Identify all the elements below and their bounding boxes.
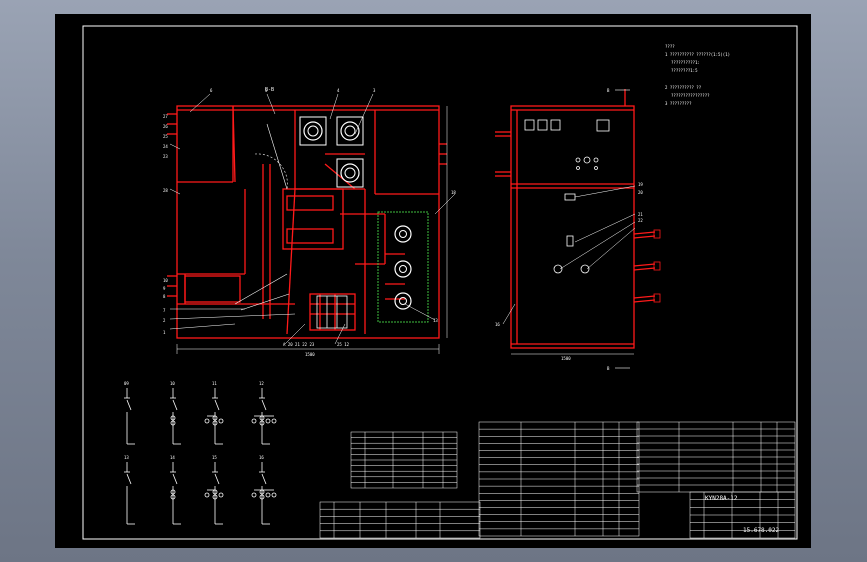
svg-text:25: 25: [163, 134, 168, 139]
drawing-number: 15.678.022: [743, 527, 780, 534]
svg-text:4: 4: [337, 88, 340, 93]
svg-text:27: 27: [163, 114, 168, 119]
dim-width-right: 1500: [561, 356, 571, 361]
leader-line: [266, 123, 288, 190]
svg-text:18: 18: [451, 190, 456, 195]
schematic-label: 09: [124, 381, 129, 386]
schematic-13: 13: [124, 455, 135, 525]
left-callout-labels: 6 5 4 3 27 26 25 24 23 28 10 9 8 7 2 1 A…: [163, 88, 456, 347]
title-block-model: KYN28A-12: [705, 495, 738, 502]
schematic-label: 13: [124, 455, 129, 460]
schematic-10: 10: [170, 381, 181, 445]
front-panel-devices: [553, 156, 661, 303]
schematic-label: 14: [170, 455, 175, 460]
svg-text:9: 9: [163, 286, 166, 291]
parts-list-tables: [319, 421, 796, 539]
dim-width-left: 1500: [305, 352, 315, 357]
svg-text:24: 24: [163, 144, 168, 149]
svg-text:A 20 21 22 23: A 20 21 22 23: [283, 342, 315, 347]
bom-table-lower: [319, 501, 481, 539]
schematic-11: 11: [204, 381, 224, 445]
svg-text:28: 28: [163, 188, 168, 193]
svg-text:7: 7: [163, 308, 166, 313]
drawing-sheet: 1500 B-B 6 5 4 3 27 26 25 24 23 28 10 9 …: [55, 14, 811, 548]
cad-drawing: 1500 B-B 6 5 4 3 27 26 25 24 23 28 10 9 …: [82, 25, 798, 540]
svg-text:2 ?????????? ??: 2 ?????????? ??: [665, 85, 702, 90]
bom-table-middle: [478, 421, 640, 537]
right-callout-labels: 19 20 21 22 16: [495, 182, 643, 327]
svg-text:????????????????: ????????????????: [671, 93, 710, 98]
svg-text:22: 22: [638, 218, 643, 223]
svg-text:20: 20: [638, 190, 643, 195]
callout-leaders: [169, 93, 456, 345]
svg-text:????????1:5: ????????1:5: [671, 68, 698, 73]
svg-text:1: 1: [163, 330, 166, 335]
schematic-label: 12: [259, 381, 264, 386]
svg-text:5: 5: [265, 88, 268, 93]
svg-text:16: 16: [495, 322, 500, 327]
schematic-label: 10: [170, 381, 175, 386]
svg-text:26: 26: [163, 124, 168, 129]
svg-text:3: 3: [373, 88, 376, 93]
dimension-lines: [176, 106, 448, 354]
technical-notes: ???? 1 ?????????? ??????(1:5)(1) ???????…: [665, 44, 730, 106]
schematic-15: 15: [204, 455, 224, 525]
svg-text:10: 10: [163, 278, 168, 283]
svg-text:??????????1:: ??????????1:: [671, 60, 700, 65]
bom-table-right: [636, 421, 796, 493]
svg-text:23: 23: [163, 154, 168, 159]
svg-text:????: ????: [665, 44, 675, 49]
section-view-left: [167, 105, 447, 339]
schematic-09: 09: [124, 381, 135, 445]
svg-text:19: 19: [638, 182, 643, 187]
schematic-label: 11: [212, 381, 217, 386]
svg-text:21: 21: [638, 212, 643, 217]
inner-border: [82, 25, 798, 540]
schematic-label: 16: [259, 455, 264, 460]
svg-text:2: 2: [163, 318, 166, 323]
svg-text:3 ?????????: 3 ?????????: [665, 101, 692, 106]
section-mark: B-B: [265, 87, 274, 93]
schematic-16: 16: [251, 455, 277, 525]
schematic-14: 14: [170, 455, 181, 525]
svg-text:13: 13: [433, 318, 438, 323]
svg-text:8: 8: [163, 294, 166, 299]
door-swing-arc: [254, 153, 288, 190]
title-block: [689, 491, 796, 539]
front-view-leaders: [502, 185, 636, 325]
schematic-12: 12: [251, 381, 277, 445]
schematic-label: 15: [212, 455, 217, 460]
current-transformers: [299, 116, 364, 188]
svg-text:6: 6: [210, 88, 213, 93]
surge-arrestors: [316, 295, 348, 329]
svg-text:25 12: 25 12: [337, 342, 350, 347]
front-view-right: [495, 89, 656, 349]
section-arrow-bottom: B: [607, 366, 610, 371]
single-line-schematics: 09 10 11 12 13 14 15 16: [124, 381, 277, 525]
svg-text:1 ?????????? ??????(1:5): 1 ?????????? ??????(1:5)(1): [665, 52, 730, 57]
section-arrow-top: B: [607, 88, 610, 93]
bom-table-small: [350, 431, 458, 489]
cable-compartment: [377, 211, 429, 323]
